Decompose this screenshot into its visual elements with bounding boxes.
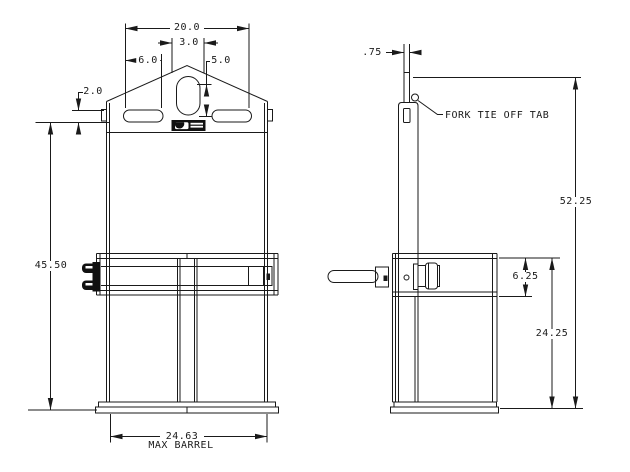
dim-slot-width-label: 3.0 — [177, 37, 201, 48]
max-barrel-note: MAX BARREL — [148, 440, 214, 451]
dim-overall-height-label: 52.25 — [557, 196, 595, 207]
band-strap — [101, 266, 249, 286]
left-side-tab — [101, 109, 107, 122]
dim-band-depth-label: 6.25 — [510, 271, 541, 282]
handle-pin — [383, 275, 388, 281]
dim-5-leader — [206, 61, 210, 85]
base-plate — [95, 401, 279, 414]
front-view — [28, 23, 279, 443]
dim-frame-height-label: 45.50 — [32, 260, 70, 271]
top-bar — [403, 44, 410, 102]
side-extension-lines — [413, 77, 583, 409]
clamp-handle-block — [375, 266, 389, 288]
top-plate-outline — [106, 64, 268, 402]
dim-top-width-label: 20.0 — [171, 21, 203, 33]
dim-lower-height-label: 24.25 — [533, 328, 571, 339]
fork-tab-leader — [417, 100, 443, 115]
side-lower-body — [392, 296, 498, 403]
front-extension-lines — [28, 23, 268, 443]
mast-column — [398, 102, 419, 402]
band-buckle — [413, 262, 440, 290]
dim-slot-length-label: 6.0 — [136, 54, 160, 66]
side-band-plates — [392, 253, 498, 297]
dim-lift-hole-height-label: 5.0 — [211, 55, 231, 66]
band-latch — [248, 266, 273, 286]
band-plates — [96, 253, 279, 296]
center-channel — [177, 258, 198, 402]
dim-2-leader — [78, 92, 83, 99]
dim-max-barrel-label: 24.63 — [163, 430, 201, 442]
fork-tab-callout: FORK TIE OFF TAB — [445, 110, 550, 121]
left-fork-slot — [123, 109, 164, 123]
dim-tab-width-label: .75 — [362, 46, 382, 58]
lift-hole — [176, 76, 201, 116]
column-hole — [403, 108, 411, 123]
fork-tie-off-tab — [411, 93, 419, 102]
pivot-hole — [403, 274, 410, 281]
right-fork-slot — [211, 109, 252, 123]
nameplate — [171, 120, 206, 131]
right-side-tab — [267, 109, 273, 122]
dim-plate-offset-label: 2.0 — [83, 86, 103, 97]
side-base-plate — [390, 401, 499, 414]
band-clamp — [82, 262, 101, 292]
clamp-handle — [327, 270, 379, 283]
side-view — [327, 44, 583, 414]
